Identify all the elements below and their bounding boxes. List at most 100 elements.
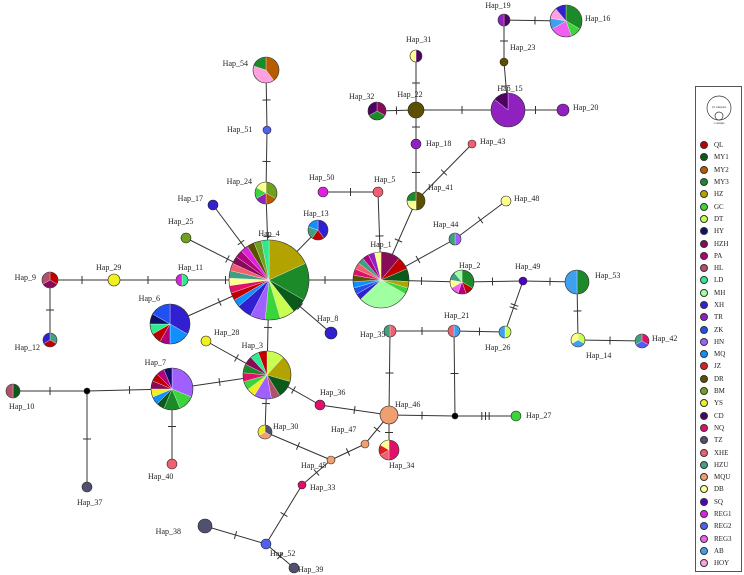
legend-label: QL [714,141,724,150]
hap-label: Hap_48 [514,194,539,203]
mutation-mark [477,216,484,224]
pie-slice [447,324,455,338]
mutation-mark [510,303,519,307]
legend-swatch [700,190,708,199]
legend-swatch [700,522,708,531]
pie-slice [175,273,183,287]
legend-item: HN [700,336,732,348]
node-outline [367,101,387,121]
pie-slice [314,399,326,411]
pie-slice [415,49,423,63]
legend-swatch [700,251,708,260]
node-outline [242,350,292,400]
pie-slice [500,195,512,207]
pie-slice [207,199,219,211]
legend-label: HN [714,337,725,346]
hap-label: Hap_6 [139,294,160,303]
legend-label: MQ [714,350,726,359]
legend-item: XHE [700,446,732,458]
mutation-mark [440,169,448,176]
pie-slice [324,326,338,340]
mutation-mark [501,85,511,87]
node-outline [42,332,58,348]
hap-label: Hap_18 [426,139,451,148]
pie-slice [297,480,307,490]
node-mv2 [451,412,459,420]
node-Hap_10: Hap_10 [5,383,34,411]
mutation-mark [509,306,518,310]
legend-item: HOY [700,557,732,569]
node-Hap_45: Hap_45 [301,455,336,470]
legend-label: SQ [714,497,723,506]
legend-swatch [700,239,708,248]
hap-label: Hap_5 [374,175,395,184]
legend-swatch [700,178,708,187]
legend-label: XHE [714,448,729,457]
legend-item: REG2 [700,520,732,532]
legend-label: HZ [714,190,724,199]
hap-label: Hap_4 [258,229,279,238]
node-outline [383,324,397,338]
legend-swatch [700,362,708,371]
node-outline [254,181,278,205]
legend-swatch [700,325,708,334]
legend-label: TZ [714,436,723,445]
legend-swatch [700,546,708,555]
node-Hap_3: Hap_3 [242,341,292,400]
node-outline [5,383,21,399]
legend-label: DB [714,485,724,494]
legend-item: REG3 [700,533,732,545]
legend-swatch [700,288,708,297]
hap-label: Hap_16 [585,14,610,23]
hap-label: Hap_49 [515,262,540,271]
pie-slice [415,191,426,211]
hap-label: Hap_50 [309,173,334,182]
legend-label: MY2 [714,165,729,174]
pie-slice [81,481,93,493]
node-Hap_43: Hap_43 [467,137,505,149]
pie-slice [410,138,422,150]
scale-top-label: 10 samples [712,105,727,109]
legend-item: QL [700,139,732,151]
pie-slice [326,455,336,465]
hap-label: Hap_14 [586,351,611,360]
legend-label: ZK [714,325,724,334]
node-Hap_20: Hap_20 [556,103,598,117]
hap-label: Hap_2 [459,261,480,270]
node-Hap_40: Hap_40 [148,458,178,481]
hap-label: Hap_20 [573,103,598,112]
hap-label: Hap_15 [497,84,522,93]
legend-swatch [700,350,708,359]
legend-label: HZH [714,239,729,248]
node-Hap_12: Hap_12 [15,332,58,352]
hap-label: Hap_25 [168,217,193,226]
hap-label: Hap_3 [242,341,263,350]
mutation-mark [218,377,221,387]
node-outline [352,251,410,309]
mutation-mark [291,386,296,394]
node-Hap_24: Hap_24 [227,177,278,205]
pie-slice [503,13,511,27]
node-Hap_33: Hap_33 [297,480,335,492]
legend-swatch [700,227,708,236]
node-outline [449,269,475,295]
node-Hap_41: Hap_41 [406,183,453,211]
node-Hap_49: Hap_49 [515,262,540,286]
legend-item: YS [700,397,732,409]
legend-label: MY3 [714,178,729,187]
legend-swatch [700,202,708,211]
legend-item: XH [700,299,732,311]
hap-label: Hap_21 [444,311,469,320]
node-Hap_30: Hap_30 [257,422,298,440]
legend-item: DR [700,373,732,385]
hap-label: Hap_29 [96,263,121,272]
scale-circles: 10 samples 1 sample [706,95,732,125]
legend-swatch [700,448,708,457]
legend-swatch [700,473,708,482]
legend-label: MQU [714,473,731,482]
pie-slice [467,139,477,149]
legend-swatch [700,423,708,432]
node-Hap_22: Hap_22 [397,90,425,119]
pie-slice [576,269,590,295]
